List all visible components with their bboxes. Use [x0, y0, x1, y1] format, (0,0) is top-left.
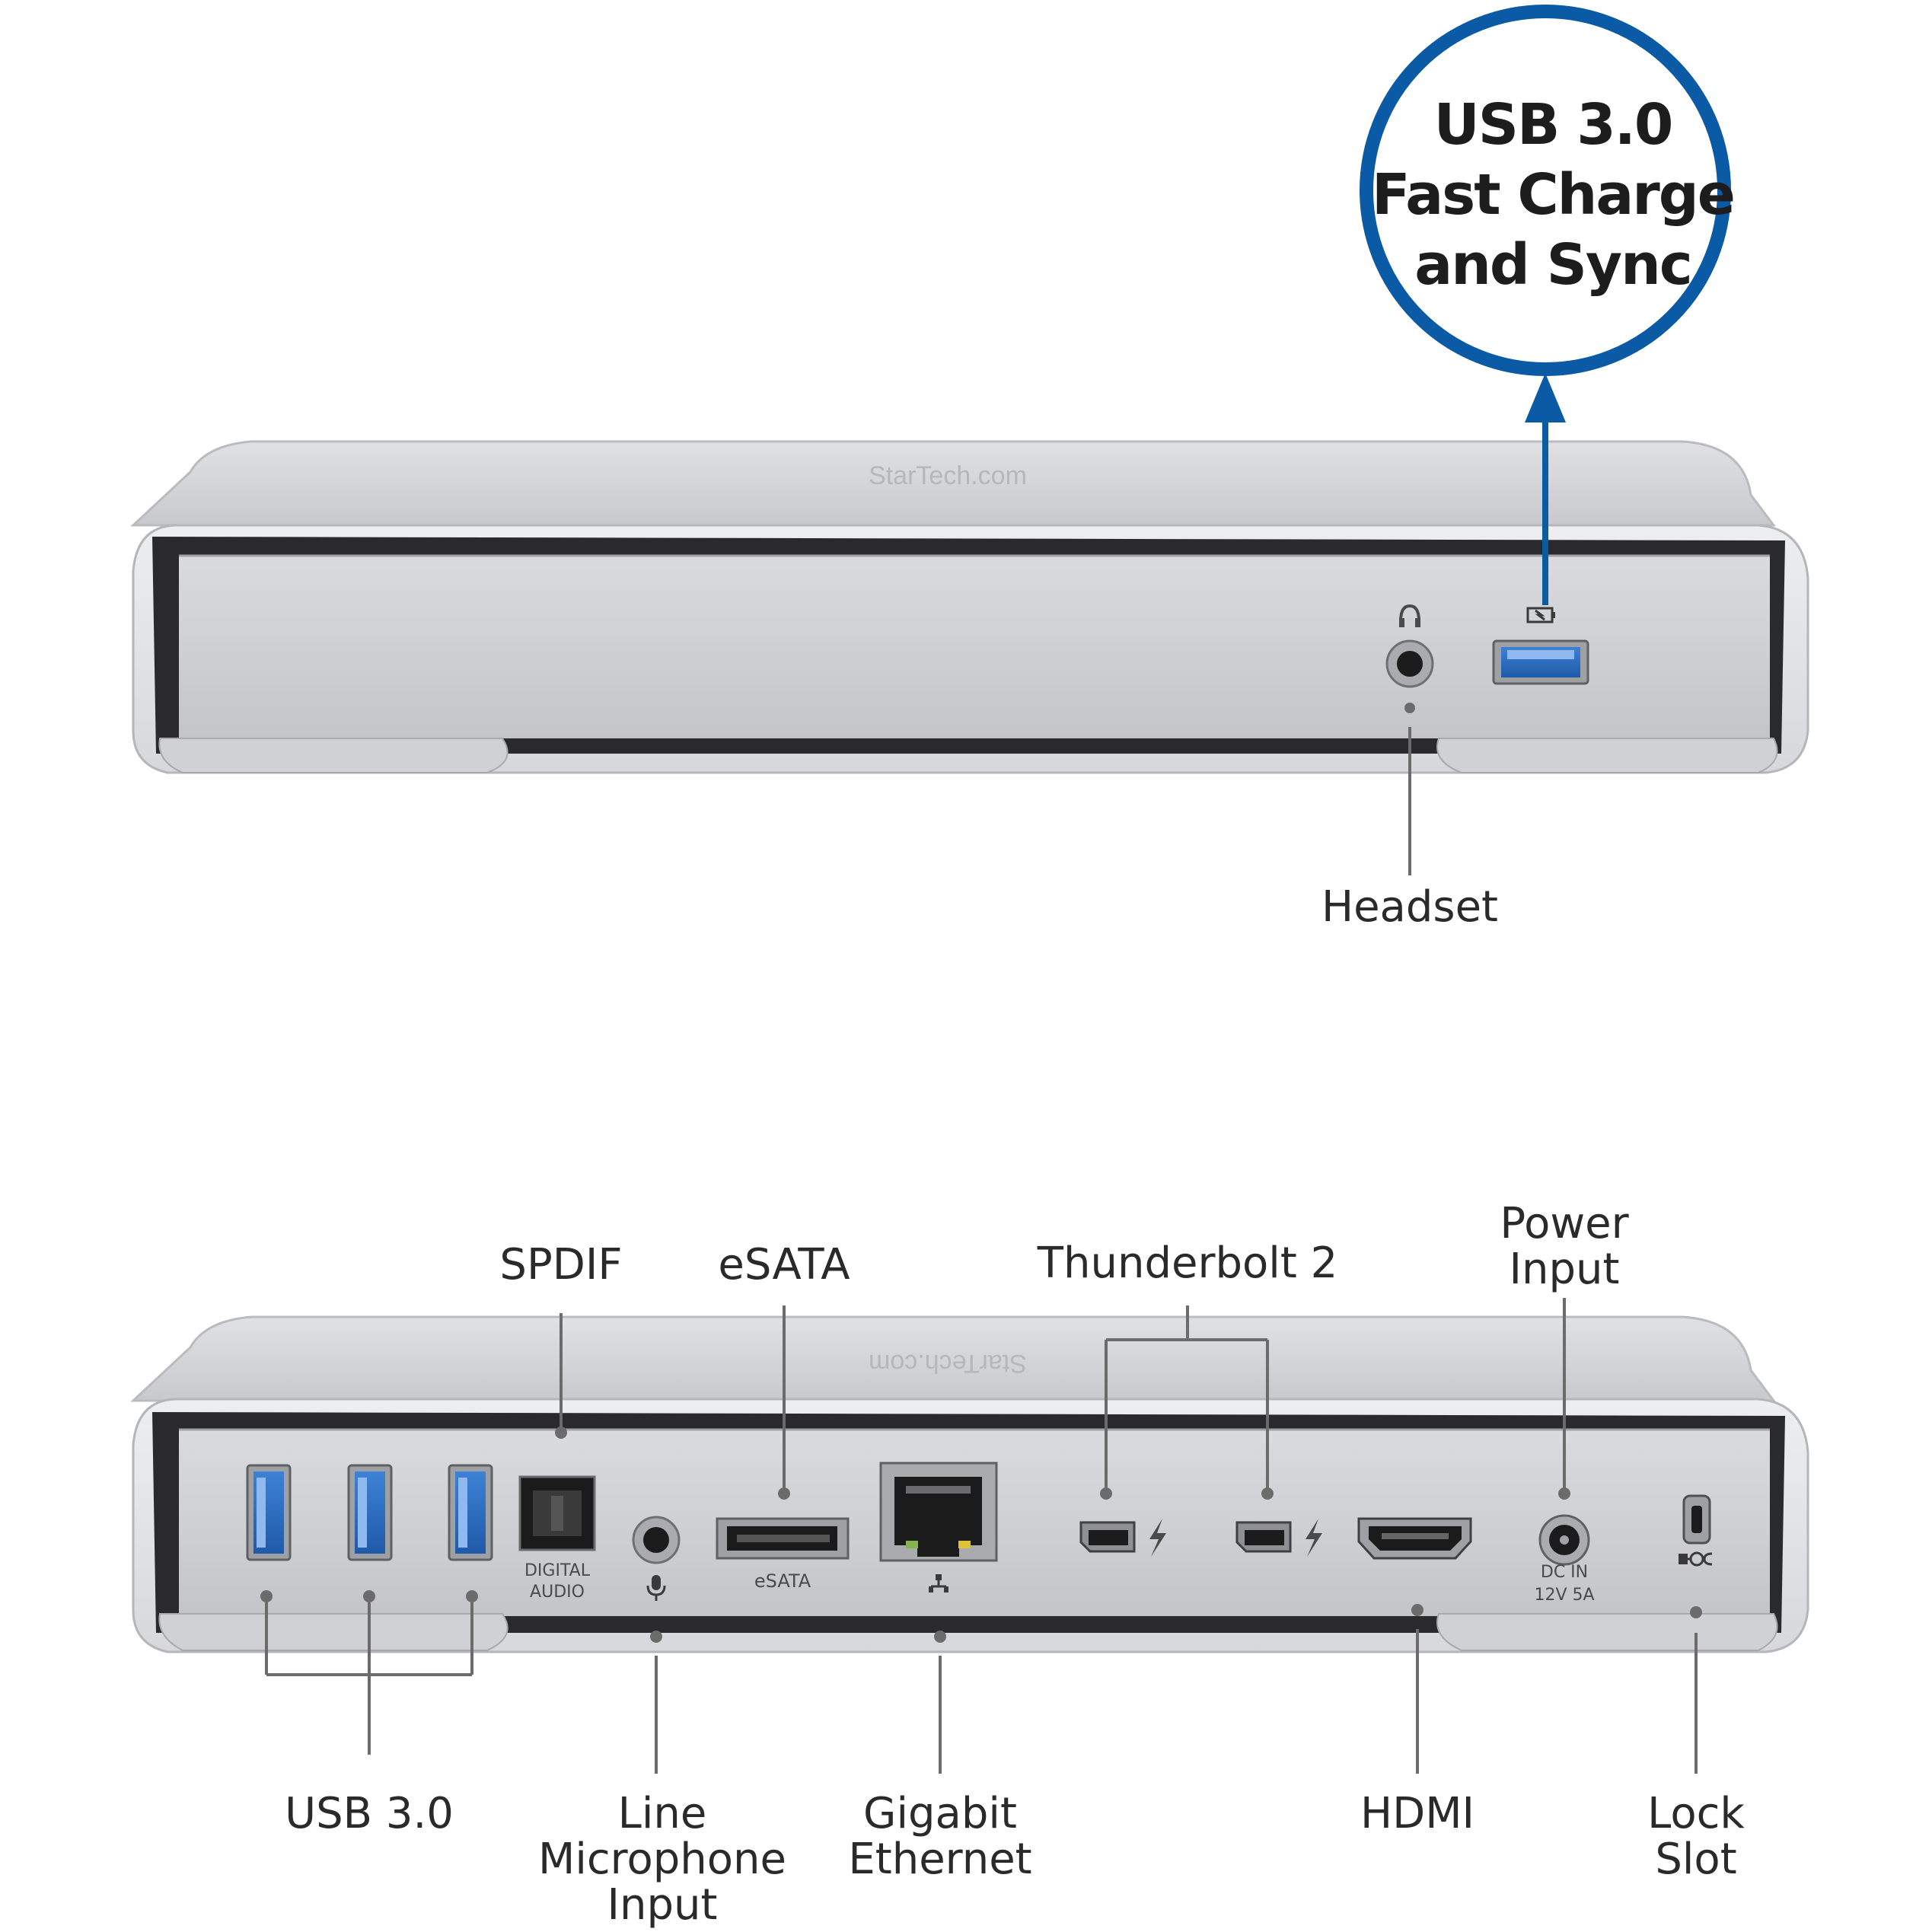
lock-slot[interactable]: [1682, 1494, 1711, 1545]
hdmi-port[interactable]: [1357, 1517, 1472, 1560]
digital-audio-text-line-2: AUDIO: [530, 1583, 585, 1602]
rear-dock: StarTech.com DIGITAL AUDIO: [130, 1315, 1809, 1653]
thunderbolt-port-1[interactable]: [1079, 1521, 1136, 1553]
usb-label: USB 3.0: [285, 1789, 454, 1838]
usb-fast-charge-port[interactable]: [1492, 639, 1589, 685]
dc-in-text-line-1: DC IN: [1541, 1563, 1588, 1582]
dc-in-text-line-2: 12V 5A: [1534, 1586, 1594, 1605]
thunderbolt-icon: [1149, 1519, 1166, 1557]
headset-label: Headset: [1321, 882, 1498, 932]
spdif-port[interactable]: [518, 1475, 596, 1551]
power-input-label: Power Input: [1500, 1199, 1629, 1294]
esata-port-text: eSATA: [754, 1570, 811, 1592]
power-input-port[interactable]: [1538, 1514, 1590, 1566]
esata-port[interactable]: [716, 1517, 850, 1560]
usb-port-3[interactable]: [448, 1464, 493, 1561]
hdmi-label: HDMI: [1360, 1789, 1475, 1838]
charging-battery-icon: [1526, 607, 1555, 623]
usb-port-1[interactable]: [246, 1464, 292, 1561]
digital-audio-text-line-1: DIGITAL: [524, 1561, 591, 1580]
headset-jack[interactable]: [1385, 639, 1434, 688]
fast-charge-callout: [1360, 5, 1731, 605]
callout-text: USB 3.0 Fast Charge and Sync: [1372, 92, 1736, 298]
ethernet-port[interactable]: [879, 1462, 998, 1562]
leader-lines: [260, 1298, 1702, 1774]
lock-icon: [1679, 1551, 1713, 1567]
network-icon: [929, 1574, 948, 1592]
microphone-icon: [646, 1575, 666, 1601]
gigabit-ethernet-label: Gigabit Ethernet: [848, 1789, 1032, 1884]
brand-logo-mirrored: StarTech.com: [869, 1349, 1027, 1378]
lock-slot-label: Lock Slot: [1647, 1789, 1745, 1884]
line-microphone-label: Line Microphone Input: [538, 1789, 786, 1930]
thunderbolt-icon: [1306, 1519, 1322, 1557]
headset-pointer-dot: [1404, 703, 1415, 713]
spdif-label: SPDIF: [499, 1240, 623, 1290]
front-dock: StarTech.com: [130, 440, 1809, 875]
thunderbolt-port-2[interactable]: [1235, 1521, 1292, 1553]
microphone-jack[interactable]: [632, 1516, 681, 1564]
headset-icon: [1399, 604, 1420, 627]
brand-logo: StarTech.com: [869, 461, 1027, 490]
esata-label: eSATA: [718, 1240, 850, 1290]
usb-port-2[interactable]: [347, 1464, 393, 1561]
thunderbolt-label: Thunderbolt 2: [1037, 1239, 1338, 1288]
